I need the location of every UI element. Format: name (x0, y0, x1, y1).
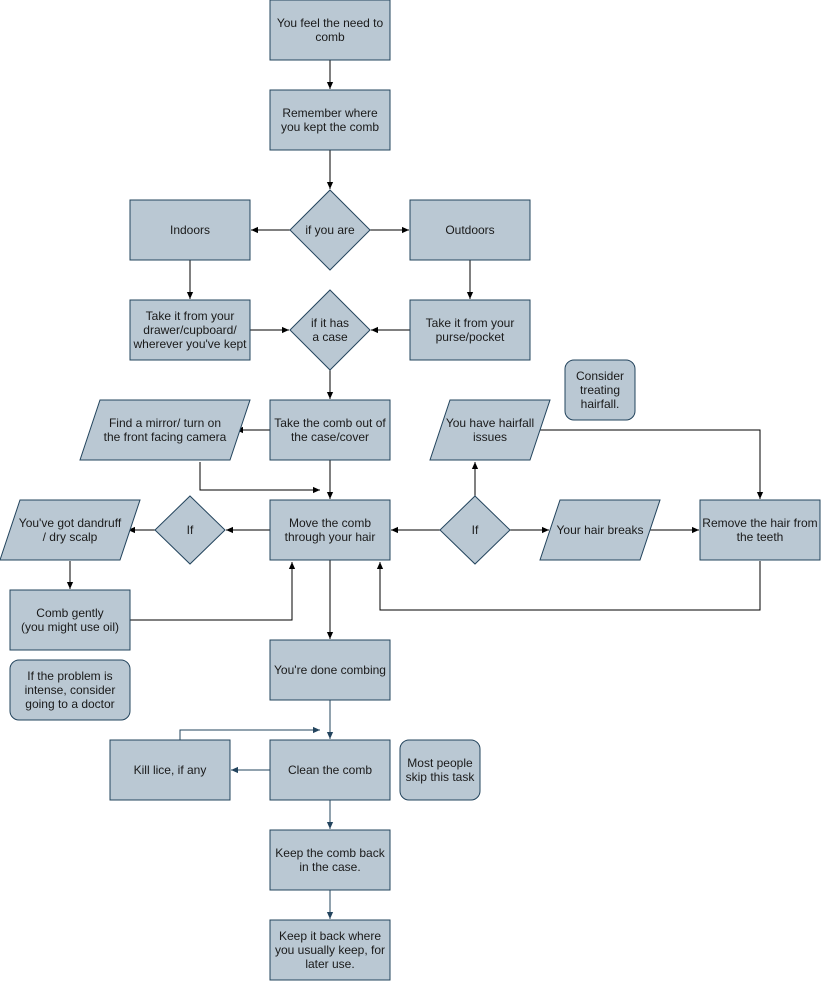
node-outdoors (409, 199, 531, 261)
node-take-purse (409, 299, 531, 361)
node-take-out (269, 399, 391, 461)
node-find-mirror (79, 399, 251, 461)
node-move-comb (269, 499, 391, 561)
node-comb-gently (9, 589, 131, 651)
node-dandruff (0, 499, 141, 561)
node-remove-hair (699, 499, 821, 561)
edge-mirror-move (199, 462, 320, 494)
node-if-case (289, 289, 371, 371)
node-hair-breaks (539, 499, 661, 561)
node-indoors (129, 199, 251, 261)
node-keep-case (269, 829, 391, 891)
node-if-left (154, 495, 226, 565)
edge-gently-move (130, 562, 296, 621)
node-if-right (439, 495, 511, 565)
edges (66, 60, 764, 919)
node-skip-note (399, 739, 481, 801)
node-take-drawer (129, 299, 251, 361)
node-remember (269, 89, 391, 151)
node-consider-hairfall (564, 359, 636, 421)
node-done (269, 639, 391, 701)
edge-kill-clean (179, 726, 320, 740)
node-start (269, 0, 391, 61)
node-kill-lice (109, 739, 231, 801)
node-clean (269, 739, 391, 801)
node-doctor-note (9, 659, 131, 721)
node-keep-back (269, 919, 391, 981)
node-if-you-are (289, 189, 371, 271)
edge-remove-move (376, 561, 761, 611)
edge-hairfall-remove (530, 429, 764, 499)
node-hairfall-issues (429, 399, 551, 461)
